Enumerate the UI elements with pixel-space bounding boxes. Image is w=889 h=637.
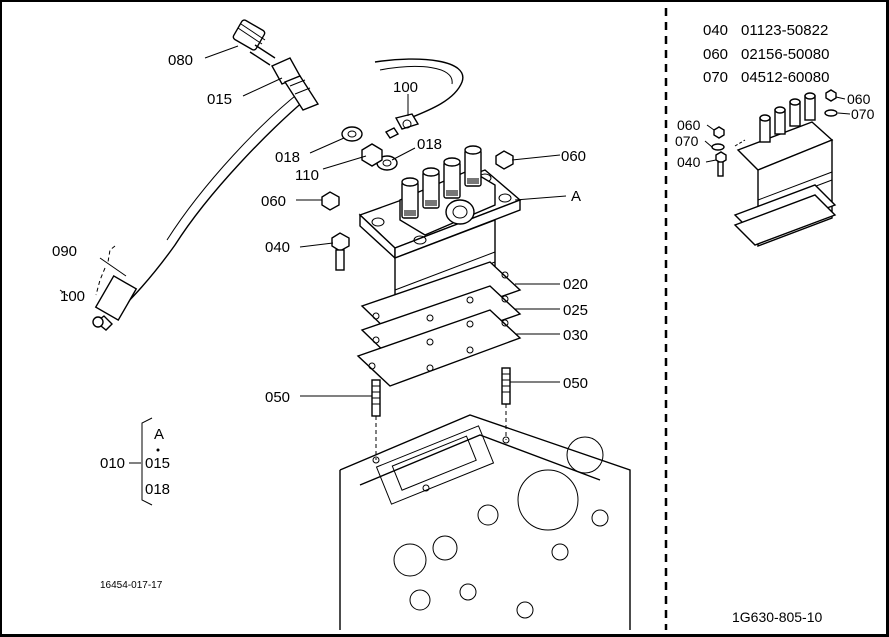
leader-lines	[99, 45, 567, 397]
inset-callout-060-left: 060	[677, 117, 701, 133]
engine-block	[339, 414, 631, 630]
group-item-A: A	[154, 426, 164, 443]
fuel-hose	[92, 58, 464, 331]
callout-025: 025	[563, 302, 588, 319]
group-item-015: 015	[145, 455, 170, 472]
callout-030: 030	[563, 327, 588, 344]
banjo-bolt	[232, 19, 276, 66]
inset-callout-040: 040	[677, 154, 701, 170]
callout-018-left: 018	[275, 149, 300, 166]
group-main: 010	[100, 455, 125, 472]
inset-callout-070-left: 070	[675, 133, 699, 149]
table-partno-060: 02156-50080	[741, 46, 829, 63]
callout-020: 020	[563, 276, 588, 293]
callout-060-left: 060	[261, 193, 286, 210]
callout-080: 080	[168, 52, 193, 69]
washer-018-top	[341, 126, 363, 142]
table-partno-040: 01123-50822	[741, 22, 828, 39]
callout-090: 090	[52, 243, 77, 260]
callout-A: A	[571, 188, 581, 205]
parts-table: 040 01123-50822 060 02156-50080 070 0451…	[703, 22, 829, 86]
gaskets	[356, 261, 522, 387]
table-ref-040: 040	[703, 22, 728, 39]
footer-right-code: 1G630-805-10	[732, 609, 823, 625]
callout-050-left: 050	[265, 389, 290, 406]
callout-040: 040	[265, 239, 290, 256]
table-ref-070: 070	[703, 69, 728, 86]
callout-100-bottom: 100	[60, 288, 85, 305]
callout-110: 110	[295, 167, 319, 184]
table-partno-070: 04512-60080	[741, 69, 829, 86]
callout-018-right: 018	[417, 136, 442, 153]
group-bracket: 010 A 015 018	[100, 417, 170, 506]
callout-060-right: 060	[561, 148, 586, 165]
table-ref-060: 060	[703, 46, 728, 63]
inset-callout-070-right: 070	[851, 106, 875, 122]
callout-050-right: 050	[563, 375, 588, 392]
group-item-018: 018	[145, 481, 170, 498]
nut-110	[361, 143, 383, 167]
hose-clip-100-top	[394, 113, 420, 130]
inset-pump: 060 070 060 070 040	[675, 89, 875, 248]
hose-fitting	[271, 57, 320, 111]
nut-060-right	[495, 150, 514, 170]
nut-060-left	[321, 191, 340, 211]
inset-callout-060-right: 060	[847, 91, 871, 107]
footer-left-code: 16454-017-17	[100, 580, 163, 591]
callout-100-top: 100	[393, 79, 418, 96]
bolt-040	[331, 232, 350, 271]
studs	[371, 367, 511, 460]
callout-015: 015	[207, 91, 232, 108]
